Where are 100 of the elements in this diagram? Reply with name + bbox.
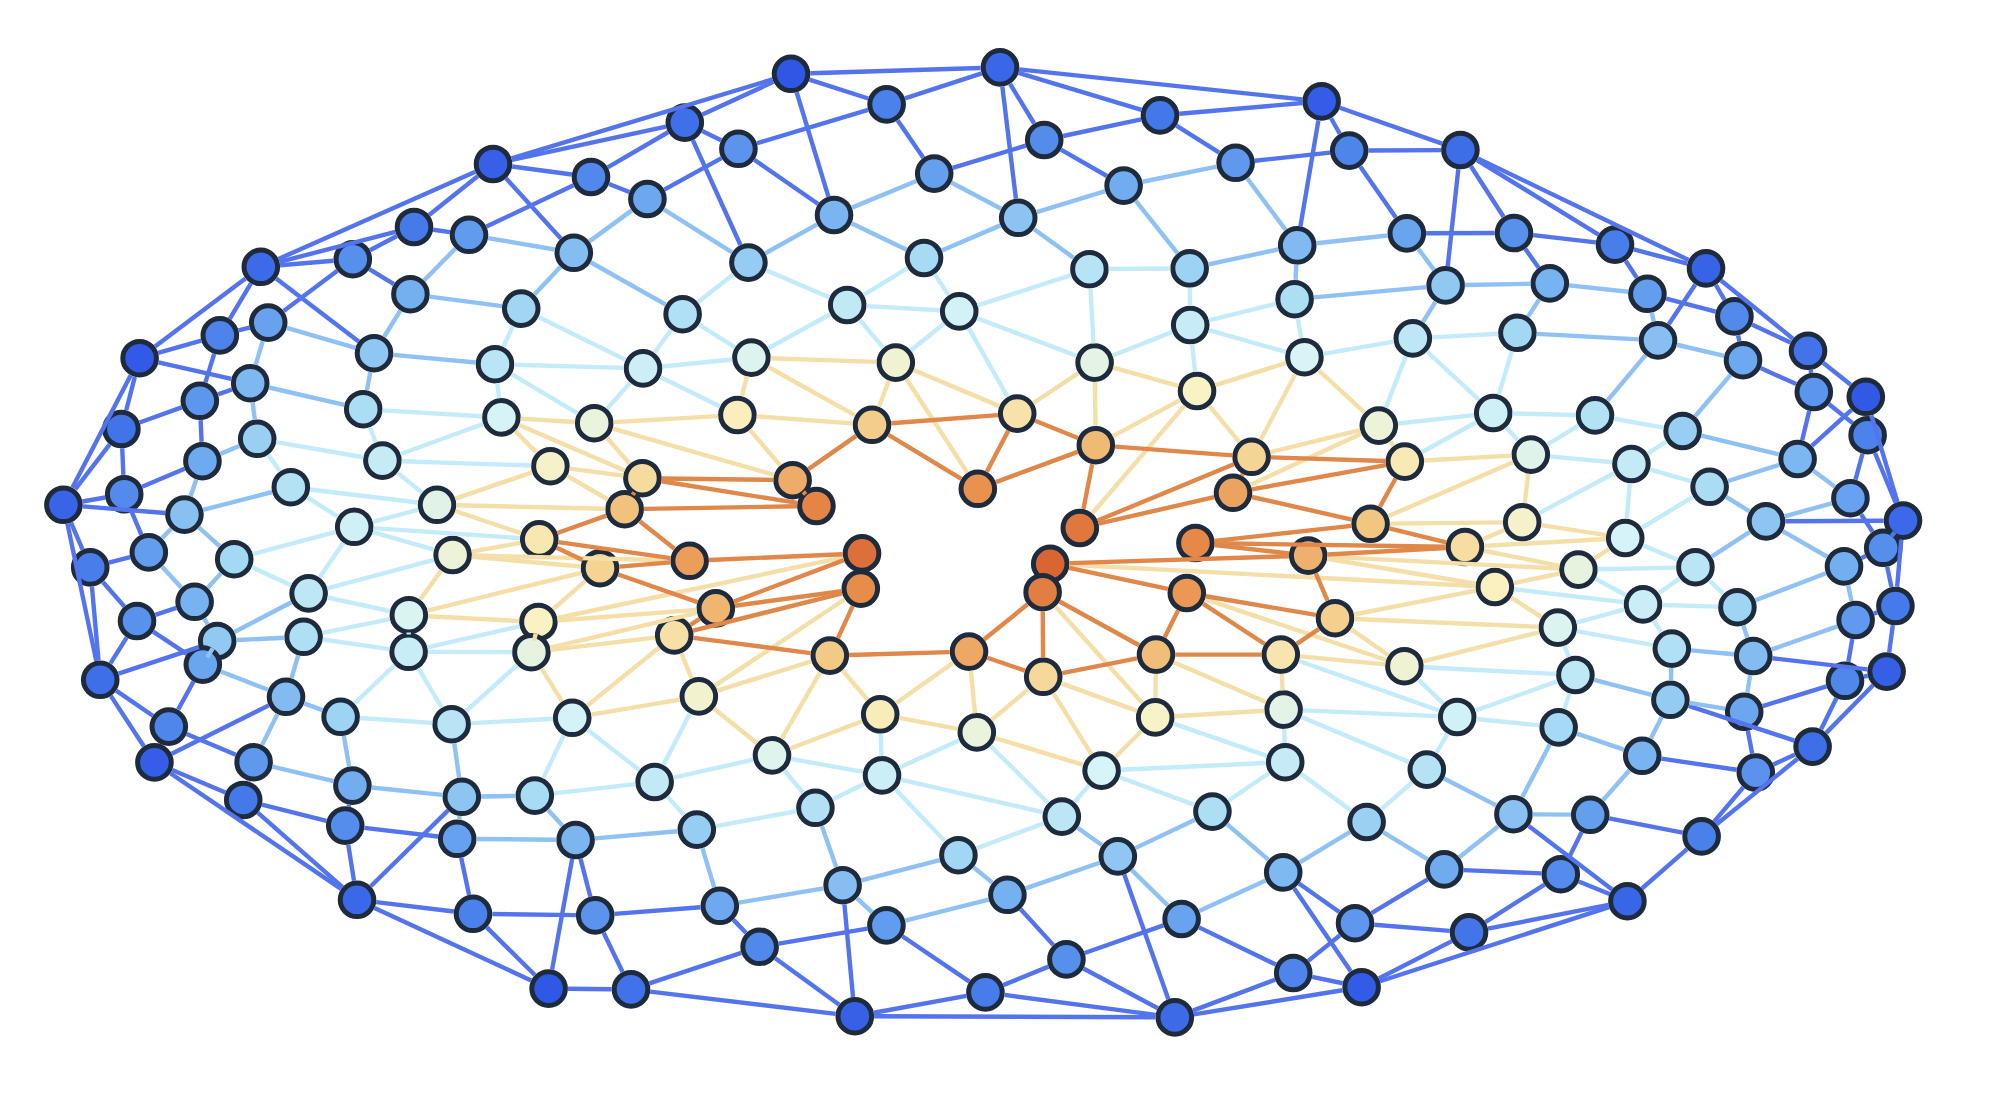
network-node [1498,313,1537,353]
network-node [1682,817,1721,856]
network-node [556,820,595,860]
network-node [475,344,515,384]
network-node [391,274,430,314]
network-node [200,316,240,355]
network-node [611,970,651,1009]
network-node [1825,661,1865,701]
network-node [333,766,372,805]
network-node [571,157,611,197]
network-node [1135,698,1175,737]
network-node [501,289,541,328]
network-node [432,704,471,744]
network-node [1445,527,1485,567]
network-node [473,144,513,184]
network-node [1285,337,1324,377]
network-node [1473,393,1513,433]
network-node [1622,736,1662,776]
network-node [1836,600,1875,640]
network-node [1075,343,1114,382]
network-node [1831,478,1870,518]
network-node [1264,690,1303,729]
network-node [230,363,270,403]
network-node [453,894,493,934]
network-node [679,677,719,716]
network-node [665,103,705,142]
network-node [1177,371,1217,411]
network-node [389,595,429,635]
network-node [1736,753,1776,792]
network-node [449,215,489,255]
network-node [1449,913,1489,952]
network-node [605,489,644,529]
network-node [623,458,662,498]
network-node [1608,881,1647,921]
network-node [183,645,223,684]
network-node [1176,523,1215,563]
network-node [574,403,614,443]
network-node [266,677,306,717]
network-node [241,247,281,287]
network-node [1663,411,1702,451]
network-node [1261,635,1301,674]
network-node [529,969,568,1008]
network-node [1530,264,1570,303]
network-node [842,534,882,573]
network-node [1407,750,1447,789]
network-node [1347,802,1386,842]
network-node [1824,547,1864,586]
network-node [1690,467,1729,507]
network-node [835,996,875,1036]
network-node [1302,82,1341,121]
network-node [1718,587,1757,627]
network-node [998,198,1038,238]
network-node [180,381,220,421]
network-node [718,395,757,435]
network-node [1216,143,1255,183]
network-node [129,533,169,572]
network-node [1538,608,1578,647]
network-node [149,707,189,746]
network-node [1424,850,1464,889]
network-node [1342,967,1381,1007]
network-node [482,398,521,437]
network-node [1275,279,1314,319]
network-node [1541,854,1581,894]
network-node [623,349,663,388]
network-node [949,632,989,671]
network-node [988,875,1027,915]
network-node [1076,425,1116,465]
network-node [1676,547,1715,587]
network-node [234,742,273,782]
network-node [1863,528,1903,568]
network-node [860,695,900,734]
network-node [1047,940,1086,979]
network-node [1024,120,1064,160]
network-node [289,574,328,613]
network-node [1724,692,1764,732]
network-node [1060,508,1100,548]
network-node [135,743,174,782]
network-node [1612,444,1651,484]
network-node [732,338,771,377]
network-node [677,810,717,849]
network-node [363,441,402,480]
network-node [980,48,1020,87]
network-node [696,589,736,628]
network-node [862,756,902,795]
network-node [175,582,214,622]
network-node [827,285,867,325]
network-node [1042,797,1082,836]
network-node [433,535,472,575]
network-node [1335,903,1375,943]
network-node [1793,727,1832,766]
network-node [904,238,944,278]
network-node [1023,572,1062,612]
network-node [44,485,83,525]
network-node [1876,586,1915,626]
network-node [1170,305,1210,345]
network-node [867,906,906,945]
network-node [1715,297,1754,336]
network-node [814,195,854,235]
network-node [1723,340,1763,380]
network-node [1867,652,1906,691]
